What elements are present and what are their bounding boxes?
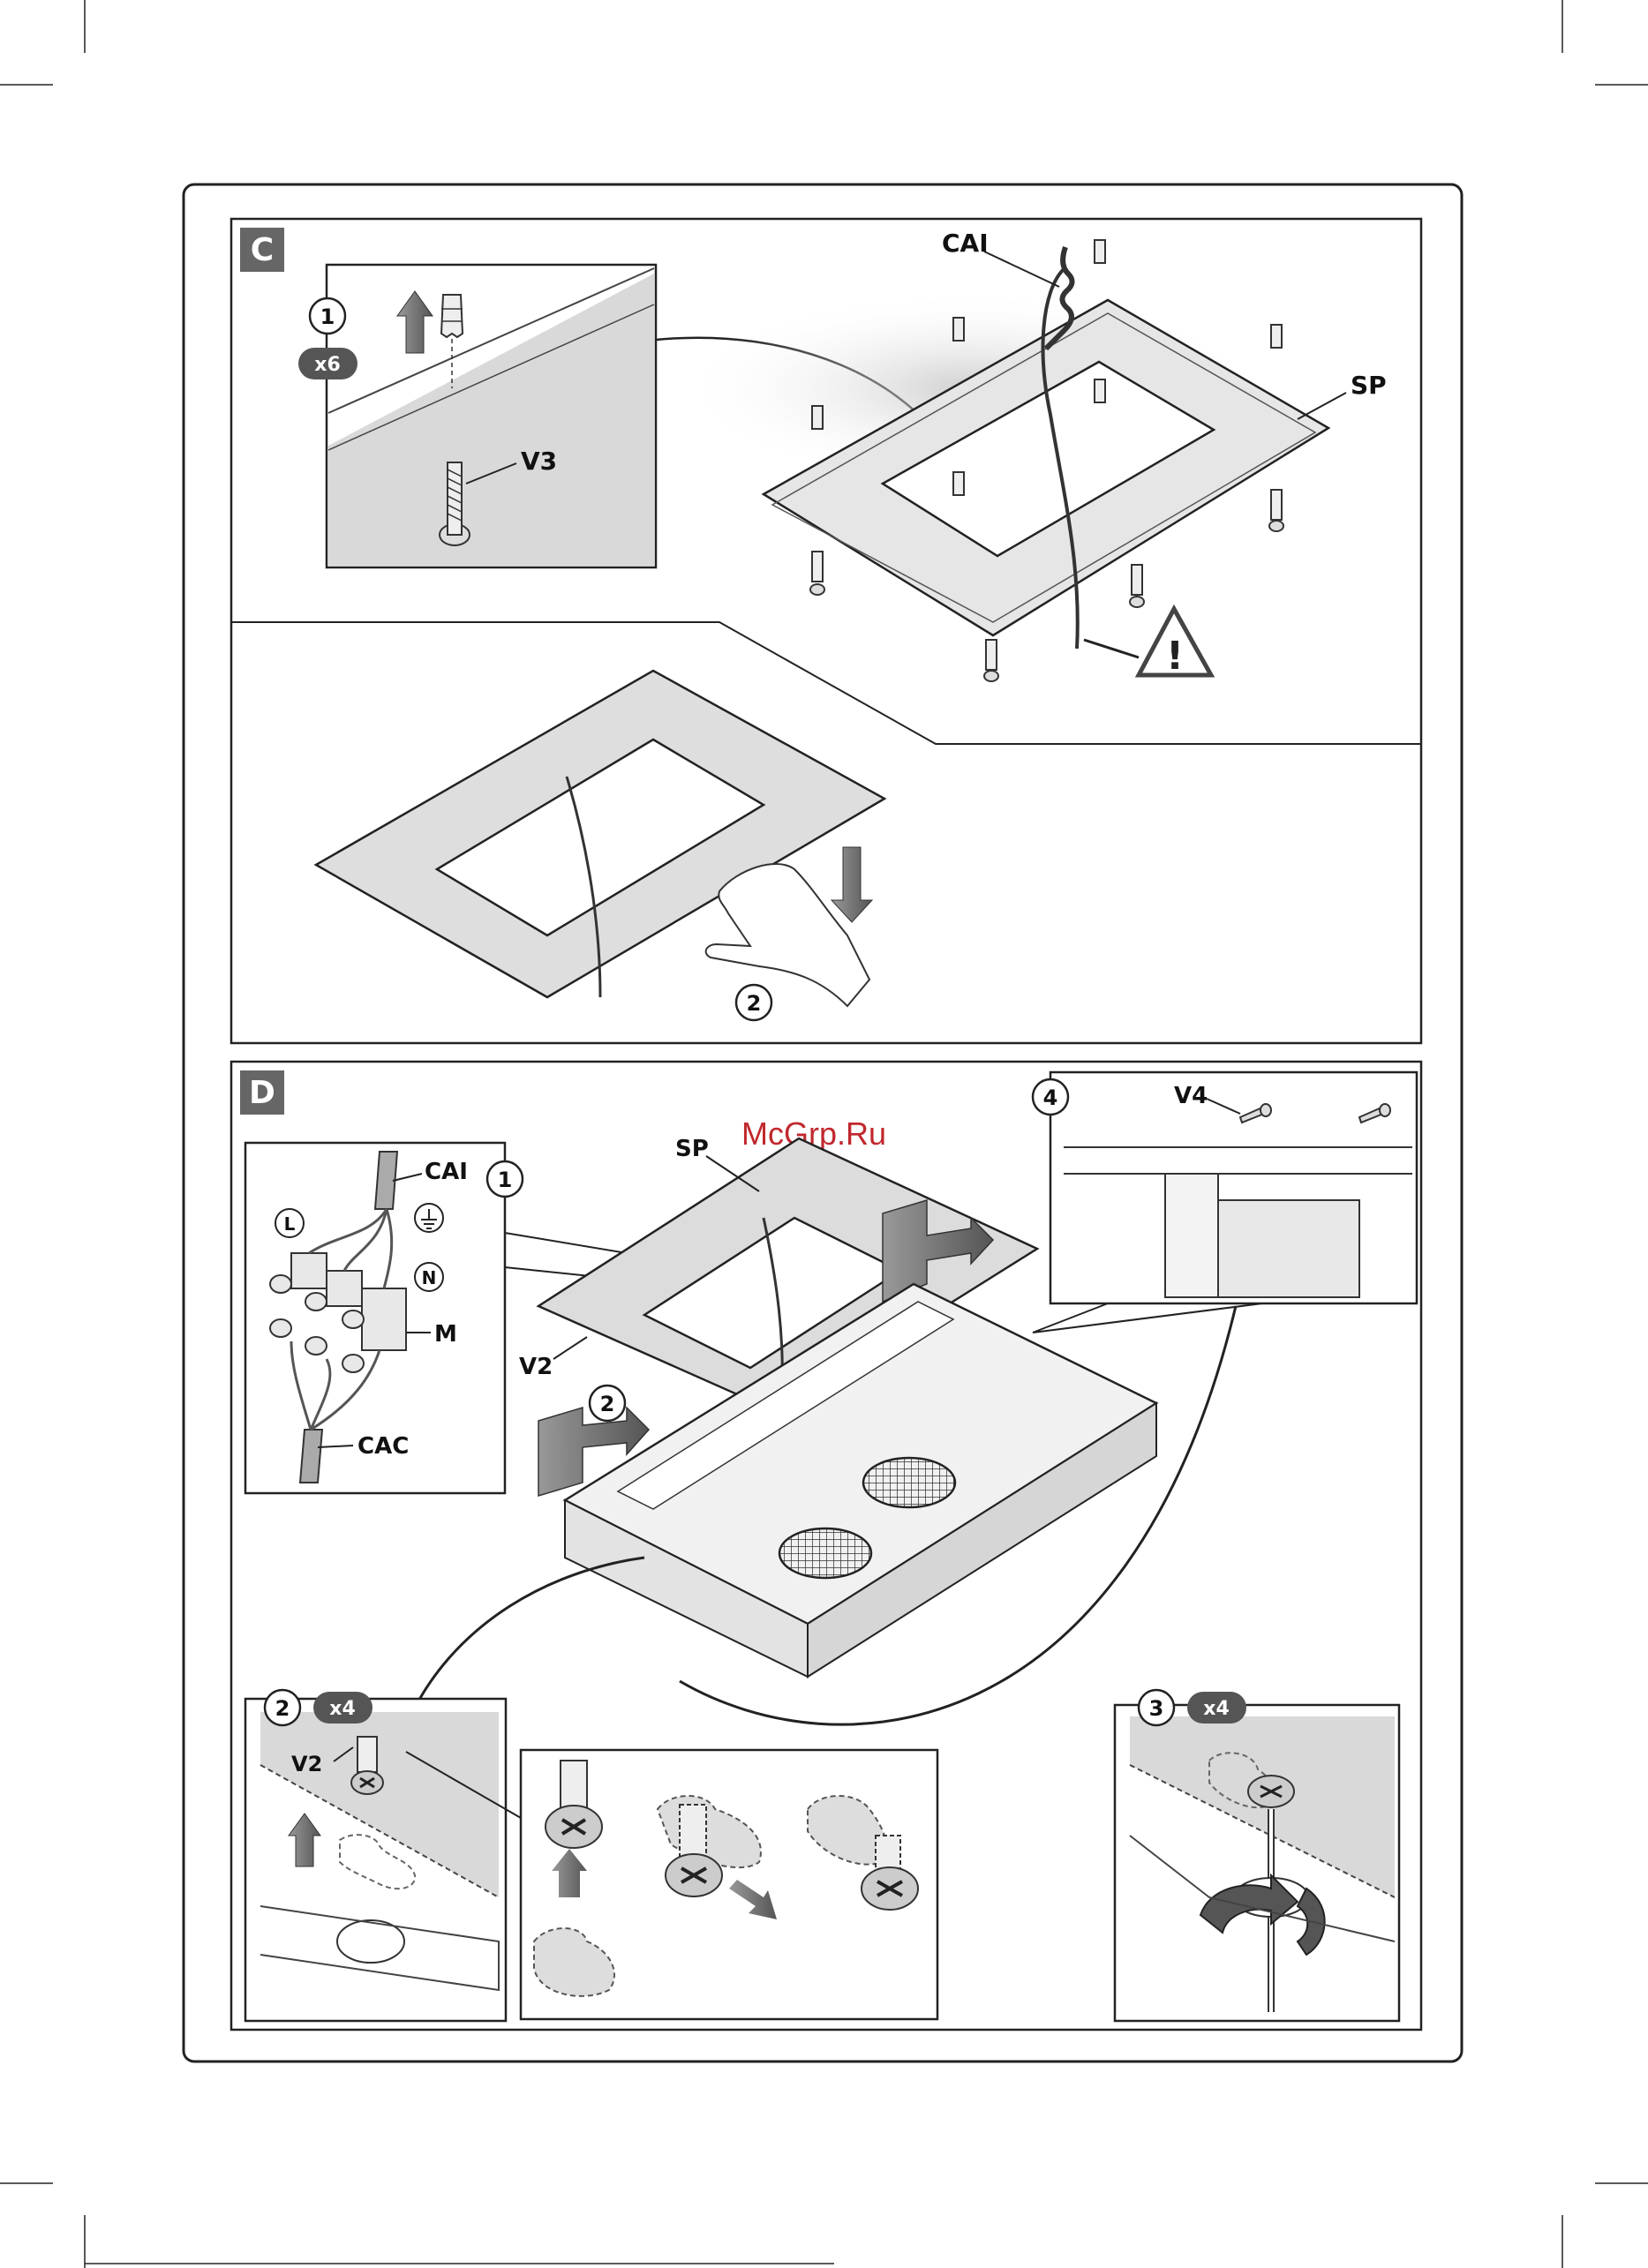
cai-label-d: CAI: [425, 1159, 468, 1185]
section-c-tag-text: C: [251, 232, 274, 268]
d-step4-number: 4: [1043, 1085, 1058, 1110]
m-label: M: [434, 1321, 457, 1348]
section-d-tag-text: D: [249, 1075, 275, 1111]
v4-bracket: [1165, 1174, 1218, 1297]
d-step3-qty: x4: [1203, 1698, 1230, 1720]
sp-label-c: SP: [1351, 371, 1387, 400]
cac-label: CAC: [357, 1433, 409, 1460]
warning-exclamation: !: [1166, 634, 1184, 679]
v3-label: V3: [521, 447, 557, 476]
c-step2-number: 2: [747, 991, 762, 1016]
c-step1-qty: x6: [314, 354, 341, 376]
d-step2-number: 2: [600, 1392, 615, 1416]
d-step2-qty: x4: [329, 1698, 356, 1720]
cai-label-c: CAI: [942, 229, 989, 258]
fan-grille-1: [779, 1528, 871, 1578]
v2-label-d: V2: [519, 1354, 553, 1380]
anchor-icon: [441, 295, 463, 337]
ground-icon: [415, 1204, 443, 1232]
wire-bundle-bottom: [300, 1430, 322, 1483]
v4-label: V4: [1174, 1083, 1208, 1109]
c-step1-number: 1: [320, 304, 335, 329]
d-step1-number: 1: [498, 1168, 513, 1192]
fan-grille-2: [863, 1458, 955, 1507]
v4-duct: [1218, 1200, 1359, 1297]
n-label: N: [422, 1267, 437, 1288]
d-step3-number: 3: [1149, 1696, 1164, 1721]
l-label: L: [284, 1213, 296, 1235]
v2-detail-label: V2: [291, 1752, 322, 1776]
d-step2-box-number: 2: [275, 1696, 290, 1721]
sp-label-d: SP: [675, 1136, 709, 1162]
